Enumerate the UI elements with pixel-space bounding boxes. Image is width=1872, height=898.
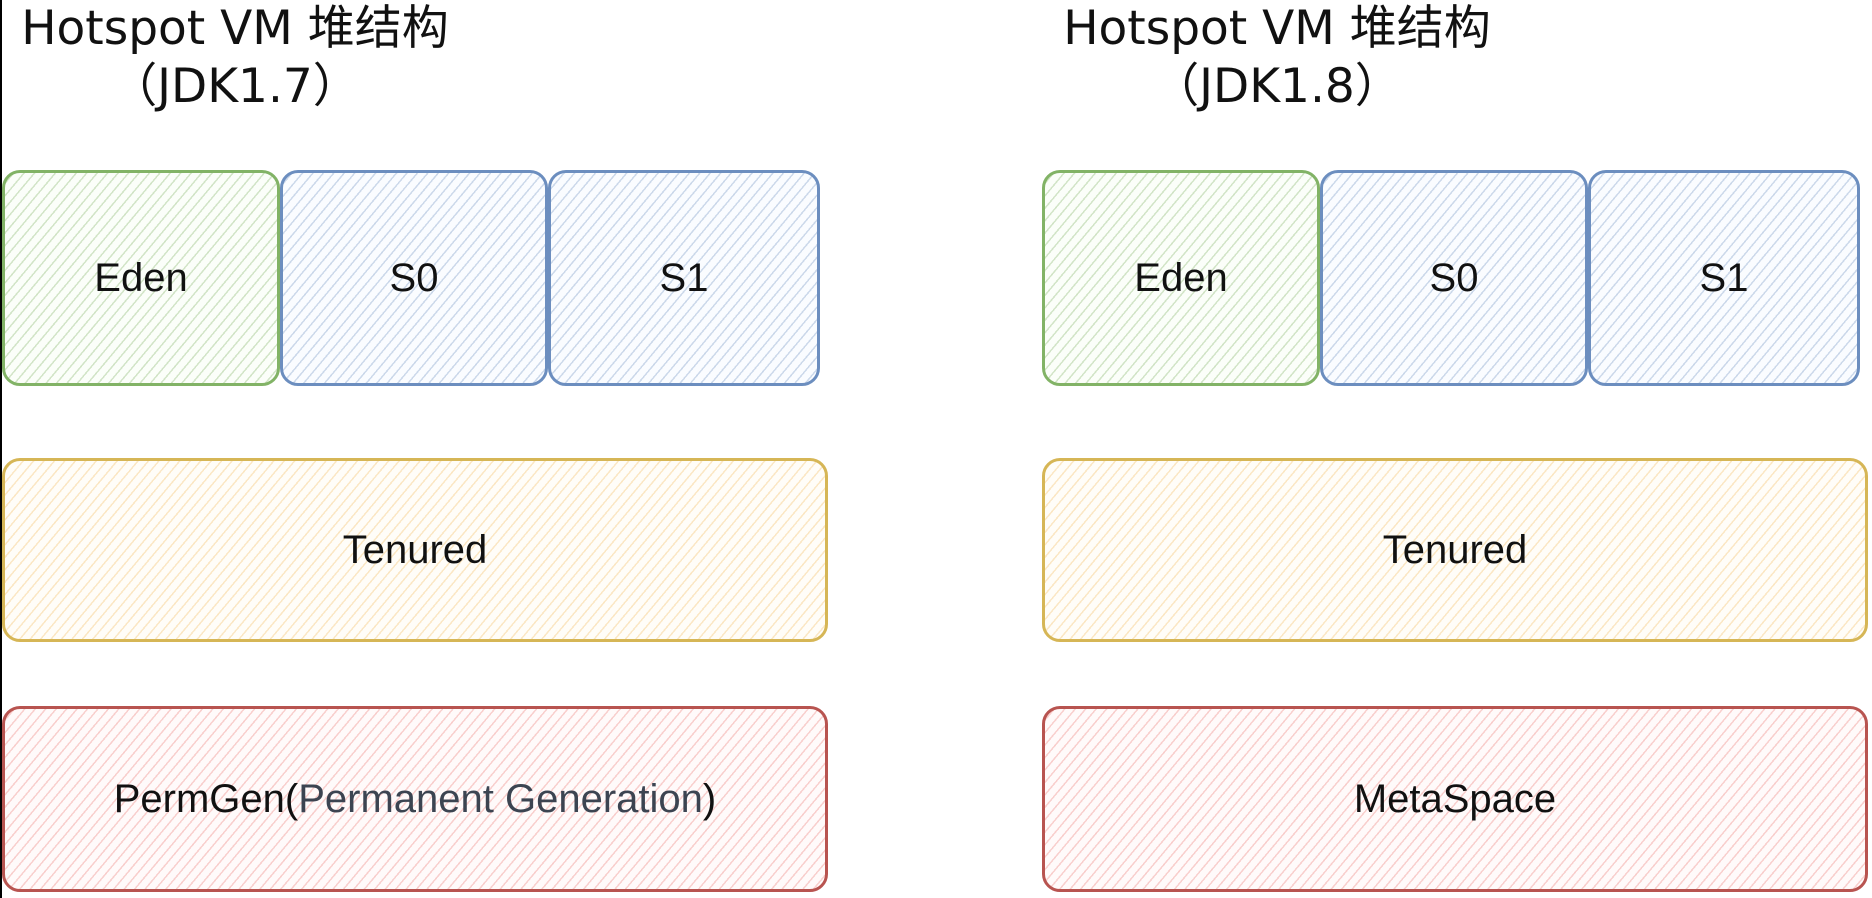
jdk17-title: Hotspot VM 堆结构 （JDK1.7）	[0, 0, 645, 116]
jdk17-title-line2: （JDK1.7）	[110, 59, 360, 114]
jdk17-permgen-label: PermGen(Permanent Generation)	[114, 777, 717, 822]
jdk17-eden-label: Eden	[94, 255, 188, 300]
jdk18-tenured-label: Tenured	[1382, 527, 1528, 572]
jdk18-s0-label: S0	[1429, 255, 1479, 300]
permgen-suffix: )	[702, 776, 717, 821]
jdk17-title-line1: Hotspot VM 堆结构	[21, 1, 449, 56]
jdk17-tenured-box: Tenured	[2, 458, 828, 642]
jdk17-s0-box: S0	[280, 170, 548, 386]
jdk18-eden-label: Eden	[1134, 255, 1228, 300]
jdk18-title: Hotspot VM 堆结构 （JDK1.8）	[867, 0, 1687, 116]
jdk18-title-line2: （JDK1.8）	[1152, 59, 1402, 114]
jdk18-s1-label: S1	[1699, 255, 1749, 300]
jdk18-metaspace-label: MetaSpace	[1353, 776, 1557, 821]
permgen-prefix: PermGen(	[113, 776, 299, 821]
jdk17-s1-label: S1	[659, 255, 709, 300]
jdk18-tenured-box: Tenured	[1042, 458, 1868, 642]
jdk18-s1-box: S1	[1588, 170, 1860, 386]
jdk17-tenured-label: Tenured	[342, 527, 488, 572]
jdk18-eden-box: Eden	[1042, 170, 1320, 386]
jdk18-title-line1: Hotspot VM 堆结构	[1063, 1, 1491, 56]
jdk18-s0-box: S0	[1320, 170, 1588, 386]
jdk17-s0-label: S0	[389, 255, 439, 300]
jdk17-s1-box: S1	[548, 170, 820, 386]
jdk18-metaspace-box: MetaSpace	[1042, 706, 1868, 892]
left-border-line	[0, 0, 2, 898]
permgen-detail: Permanent Generation	[298, 776, 703, 821]
jdk17-permgen-box: PermGen(Permanent Generation)	[2, 706, 828, 892]
jdk17-eden-box: Eden	[2, 170, 280, 386]
